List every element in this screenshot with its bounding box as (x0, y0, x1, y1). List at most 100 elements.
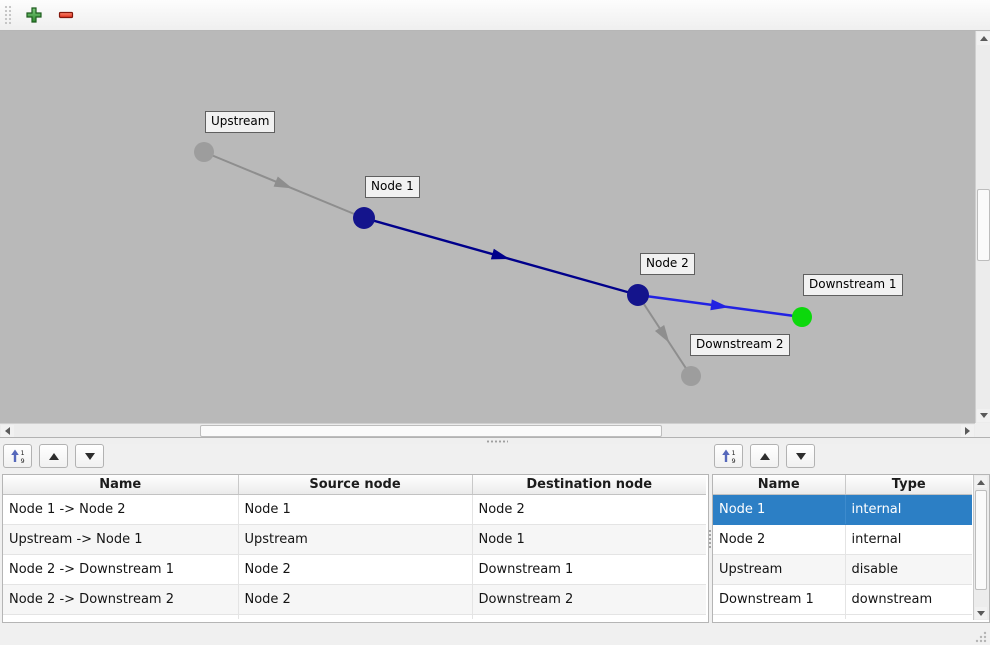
vertical-scroll-thumb[interactable] (977, 189, 990, 261)
node-label[interactable]: Downstream 1 (803, 274, 903, 296)
sort-ascending-icon: 1 9 (10, 449, 24, 464)
vertical-pane-splitter[interactable] (708, 529, 712, 549)
canvas-horizontal-scrollbar[interactable] (0, 423, 975, 438)
cell[interactable]: Node 2 (472, 494, 706, 525)
canvas-vertical-scrollbar[interactable] (975, 31, 990, 423)
cell[interactable]: Node 1 -> Node 2 (3, 494, 239, 525)
cell[interactable]: internal (845, 524, 972, 555)
graph-node[interactable] (627, 284, 649, 306)
minus-icon (58, 11, 74, 19)
scrollbar-corner (975, 423, 990, 437)
triangle-down-icon (795, 452, 806, 460)
cell[interactable]: Downstream 1 (713, 584, 846, 615)
plus-icon (26, 7, 42, 23)
svg-text:1: 1 (731, 449, 735, 457)
scroll-up-button[interactable] (975, 476, 987, 488)
cell[interactable]: Downstream 2 (472, 584, 706, 615)
empty-cell (472, 614, 706, 619)
column-header-type[interactable]: Type (845, 475, 972, 495)
scroll-up-button[interactable] (977, 32, 990, 45)
nodes-table-scrollbar[interactable] (973, 475, 989, 620)
move-down-button[interactable] (75, 444, 104, 468)
edge-arrow-icon (654, 324, 670, 344)
sort-button[interactable]: 1 9 (3, 444, 32, 468)
graph-node[interactable] (194, 142, 214, 162)
edge-arrow-icon (490, 248, 510, 260)
empty-cell (238, 614, 473, 619)
cell[interactable]: Node 1 (713, 494, 846, 525)
graph-node[interactable] (353, 207, 375, 229)
column-header-source-node[interactable]: Source node (238, 475, 473, 495)
scroll-down-button[interactable] (977, 409, 990, 422)
graph-node[interactable] (792, 307, 812, 327)
sort-button[interactable]: 1 9 (714, 444, 743, 468)
horizontal-scroll-thumb[interactable] (200, 425, 662, 437)
arrow-right-icon (965, 427, 970, 435)
column-header-name[interactable]: Name (713, 475, 846, 495)
cell[interactable]: Downstream 1 (472, 554, 706, 585)
column-header-name[interactable]: Name (3, 475, 239, 495)
cell[interactable]: Node 2 (713, 524, 846, 555)
node-label[interactable]: Node 2 (640, 253, 695, 275)
cell[interactable]: Node 2 -> Downstream 2 (3, 584, 239, 615)
move-up-button[interactable] (750, 444, 779, 468)
svg-text:9: 9 (20, 457, 24, 464)
splitter-grip-icon (486, 440, 508, 443)
edges-panel-toolbar: 1 9 (3, 444, 111, 468)
node-label[interactable]: Upstream (205, 111, 276, 133)
move-up-button[interactable] (39, 444, 68, 468)
remove-button[interactable] (53, 2, 79, 28)
cell[interactable]: Upstream (713, 554, 846, 585)
arrow-down-icon (979, 413, 988, 418)
empty-cell (713, 614, 846, 619)
vertical-scroll-thumb[interactable] (975, 490, 987, 590)
main-toolbar (0, 0, 990, 31)
node-label[interactable]: Node 1 (365, 176, 420, 198)
empty-cell (3, 614, 239, 619)
triangle-up-icon (48, 452, 59, 460)
cell[interactable]: disable (845, 554, 972, 585)
cell[interactable]: Upstream (238, 524, 473, 555)
cell[interactable]: Upstream -> Node 1 (3, 524, 239, 555)
scroll-right-button[interactable] (961, 425, 974, 437)
empty-cell (845, 614, 972, 619)
graph-node[interactable] (681, 366, 701, 386)
cell[interactable]: Node 2 -> Downstream 1 (3, 554, 239, 585)
cell[interactable]: Node 1 (238, 494, 473, 525)
cell[interactable]: Node 2 (238, 584, 473, 615)
arrow-up-icon (979, 36, 988, 41)
arrow-down-icon (977, 610, 985, 616)
nodes-panel-toolbar: 1 9 (714, 444, 822, 468)
cell[interactable]: downstream (845, 584, 972, 615)
empty-row (3, 614, 706, 619)
edge-arrow-icon (273, 176, 293, 189)
arrow-up-icon (977, 479, 985, 485)
cell[interactable]: Node 1 (472, 524, 706, 555)
horizontal-pane-splitter[interactable] (0, 437, 990, 444)
triangle-down-icon (84, 452, 95, 460)
scroll-down-button[interactable] (975, 607, 987, 619)
cell[interactable]: Node 2 (238, 554, 473, 585)
move-down-button[interactable] (786, 444, 815, 468)
node-label[interactable]: Downstream 2 (690, 334, 790, 356)
cell[interactable]: internal (845, 494, 972, 525)
scroll-left-button[interactable] (1, 425, 14, 437)
edge-arrow-icon (710, 299, 729, 311)
edges-table: Name Source node Destination node Node 1… (2, 474, 709, 623)
column-header-destination-node[interactable]: Destination node (472, 475, 706, 495)
graph-edges-layer (203, 151, 803, 377)
window-resize-grip[interactable] (972, 628, 988, 644)
toolbar-drag-handle[interactable] (4, 4, 13, 26)
add-button[interactable] (21, 2, 47, 28)
